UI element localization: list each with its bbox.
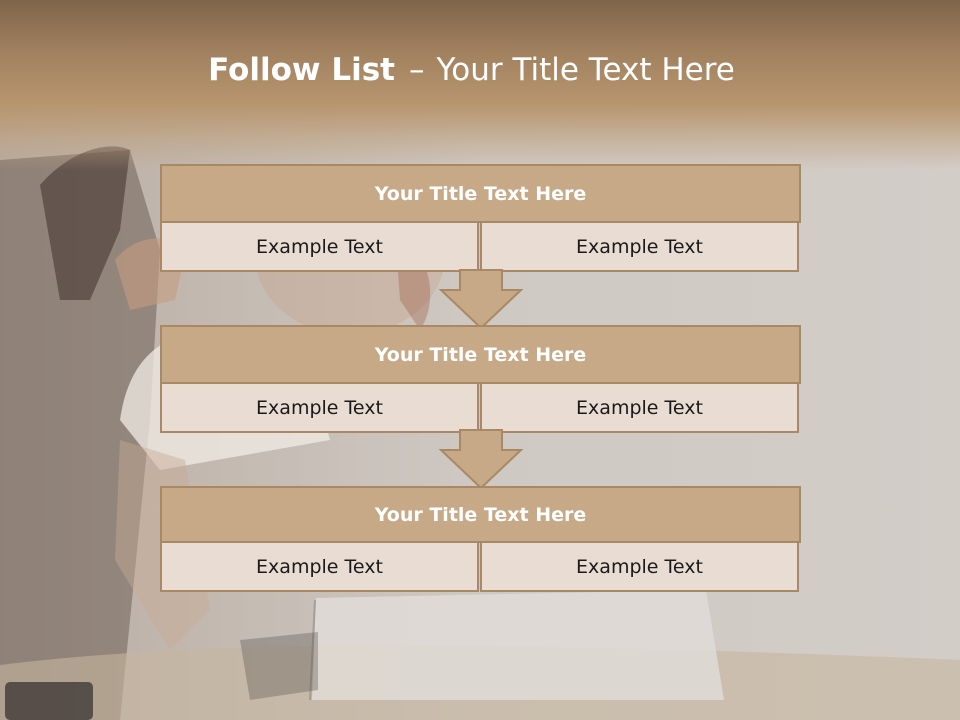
step-block-1: Your Title Text Here Example Text Exampl… <box>160 164 801 272</box>
step-title: Your Title Text Here <box>160 325 801 384</box>
step-title: Your Title Text Here <box>160 164 801 223</box>
down-arrow-icon <box>438 269 524 330</box>
step-cell-right: Example Text <box>480 382 799 433</box>
title-bold-part: Follow List <box>208 52 395 88</box>
step-block-3: Your Title Text Here Example Text Exampl… <box>160 486 801 592</box>
down-arrow-icon <box>438 429 524 490</box>
title-rest-part: Your Title Text Here <box>436 52 735 88</box>
step-block-2: Your Title Text Here Example Text Exampl… <box>160 325 801 433</box>
step-title: Your Title Text Here <box>160 486 801 543</box>
step-cell-right: Example Text <box>480 221 799 272</box>
step-cell-left: Example Text <box>160 221 479 272</box>
title-banner <box>0 0 960 170</box>
title-separator: – <box>408 52 425 88</box>
step-cell-left: Example Text <box>160 382 479 433</box>
step-cell-right: Example Text <box>480 541 799 592</box>
slide-title: Follow List–Your Title Text Here <box>0 52 943 88</box>
step-cell-left: Example Text <box>160 541 479 592</box>
